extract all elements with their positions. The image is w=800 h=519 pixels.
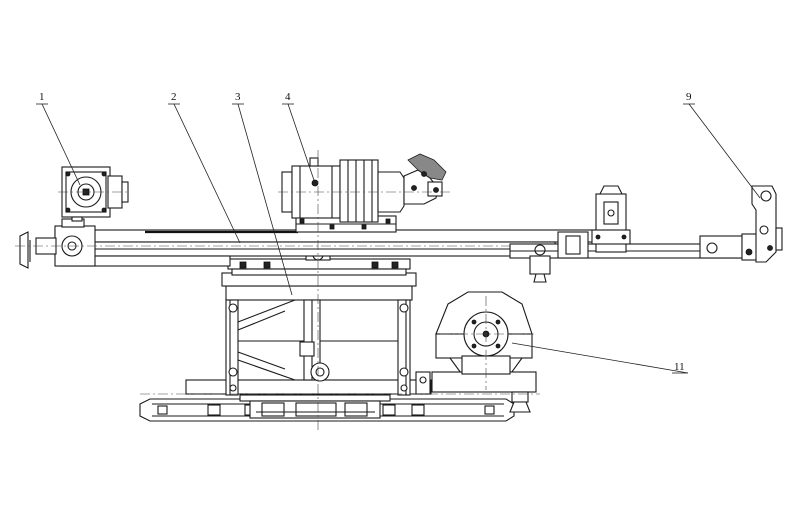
support-frame <box>185 272 432 396</box>
callout-2: 2 <box>171 91 177 103</box>
front-extension <box>509 185 783 283</box>
gearbox-unit <box>58 166 130 222</box>
callout-1: 1 <box>39 91 45 103</box>
base-skid <box>139 394 515 422</box>
callout-11: 11 <box>674 361 685 373</box>
winch <box>431 291 537 413</box>
callout-labels: 1 2 3 4 9 11 <box>39 91 692 373</box>
callout-4: 4 <box>285 91 291 103</box>
callout-3: 3 <box>235 91 241 103</box>
callout-leaders <box>36 103 761 374</box>
power-head <box>278 153 450 233</box>
center-lines <box>140 150 540 430</box>
callout-9: 9 <box>686 91 692 103</box>
